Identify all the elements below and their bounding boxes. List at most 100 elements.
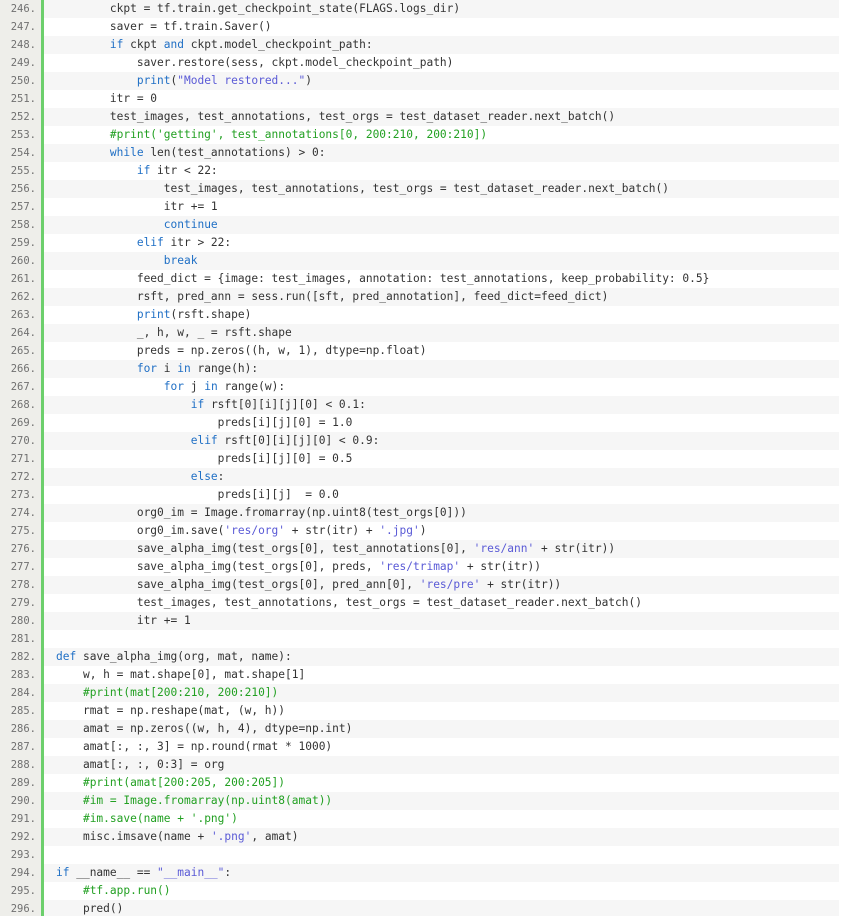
code-token: itr < 22: <box>150 164 218 177</box>
code-text: pred() <box>44 900 839 916</box>
code-token: saver.restore(sess, ckpt.model_checkpoin… <box>136 56 454 69</box>
code-line: 263. print(rsft.shape) <box>0 306 841 324</box>
keyword-token: continue <box>163 218 218 231</box>
code-token: feed_dict = {image: test_images, annotat… <box>136 272 710 285</box>
code-text: amat = np.zeros((w, h, 4), dtype=np.int) <box>44 720 839 738</box>
line-number: 260. <box>0 252 41 270</box>
code-text: while len(test_annotations) > 0: <box>44 144 839 162</box>
code-line: 295. #tf.app.run() <box>0 882 841 900</box>
code-text: continue <box>44 216 839 234</box>
code-text: preds[i][j][0] = 0.5 <box>44 450 839 468</box>
code-token: preds[i][j] = 0.0 <box>217 488 339 501</box>
code-line: 246. ckpt = tf.train.get_checkpoint_stat… <box>0 0 841 18</box>
comment-token: #print(mat[200:210, 200:210]) <box>82 686 279 699</box>
code-line: 273. preds[i][j] = 0.0 <box>0 486 841 504</box>
comment-token: #print(amat[200:205, 200:205]) <box>82 776 286 789</box>
code-line: 252. test_images, test_annotations, test… <box>0 108 841 126</box>
code-text: amat[:, :, 0:3] = org <box>44 756 839 774</box>
code-text: if __name__ == "__main__": <box>44 864 839 882</box>
line-number: 263. <box>0 306 41 324</box>
line-number: 264. <box>0 324 41 342</box>
code-token: , amat) <box>251 830 299 843</box>
line-number: 281. <box>0 630 41 648</box>
line-number: 275. <box>0 522 41 540</box>
line-number: 286. <box>0 720 41 738</box>
line-number: 287. <box>0 738 41 756</box>
code-line: 287. amat[:, :, 3] = np.round(rmat * 100… <box>0 738 841 756</box>
keyword-token: if <box>136 164 151 177</box>
line-number: 285. <box>0 702 41 720</box>
code-line: 267. for j in range(w): <box>0 378 841 396</box>
code-token: pred() <box>82 902 124 915</box>
keyword-token: print <box>136 74 171 87</box>
comment-token: #tf.app.run() <box>82 884 171 897</box>
code-token: amat[:, :, 0:3] = org <box>82 758 225 771</box>
keyword-token: elif <box>190 434 218 447</box>
gutter-border <box>41 0 44 916</box>
code-token: rsft[0][i][j][0] < 0.1: <box>204 398 366 411</box>
code-token: w, h = mat.shape[0], mat.shape[1] <box>82 668 306 681</box>
code-text: elif itr > 22: <box>44 234 839 252</box>
code-token: save_alpha_img(test_orgs[0], pred_ann[0]… <box>136 578 420 591</box>
code-line: 280. itr += 1 <box>0 612 841 630</box>
comment-token: #print('getting', test_annotations[0, 20… <box>109 128 488 141</box>
code-text: for j in range(w): <box>44 378 839 396</box>
code-token: i <box>157 362 178 375</box>
code-line: 247. saver = tf.train.Saver() <box>0 18 841 36</box>
line-number: 256. <box>0 180 41 198</box>
code-token: + str(itr)) <box>534 542 616 555</box>
keyword-token: in <box>204 380 218 393</box>
code-text: rsft, pred_ann = sess.run([sft, pred_ann… <box>44 288 839 306</box>
keyword-token: def <box>56 650 77 663</box>
code-token: rsft, pred_ann = sess.run([sft, pred_ann… <box>136 290 609 303</box>
code-token: amat = np.zeros((w, h, 4), dtype=np.int) <box>82 722 353 735</box>
code-token: len(test_annotations) > 0: <box>143 146 326 159</box>
keyword-token: print <box>136 308 171 321</box>
code-line: 292. misc.imsave(name + '.png', amat) <box>0 828 841 846</box>
line-number: 292. <box>0 828 41 846</box>
code-line: 253. #print('getting', test_annotations[… <box>0 126 841 144</box>
line-number: 259. <box>0 234 41 252</box>
code-text: #im.save(name + '.png') <box>44 810 839 828</box>
keyword-token: while <box>109 146 144 159</box>
code-token: rmat = np.reshape(mat, (w, h)) <box>82 704 286 717</box>
code-token: range(h): <box>190 362 259 375</box>
line-number: 258. <box>0 216 41 234</box>
code-text: saver.restore(sess, ckpt.model_checkpoin… <box>44 54 839 72</box>
code-text: elif rsft[0][i][j][0] < 0.9: <box>44 432 839 450</box>
line-number: 276. <box>0 540 41 558</box>
code-line: 255. if itr < 22: <box>0 162 841 180</box>
code-text: misc.imsave(name + '.png', amat) <box>44 828 839 846</box>
line-number: 273. <box>0 486 41 504</box>
code-token: test_images, test_annotations, test_orgs… <box>163 182 669 195</box>
code-token: itr = 0 <box>109 92 158 105</box>
code-token: ckpt <box>123 38 164 51</box>
code-line: 279. test_images, test_annotations, test… <box>0 594 841 612</box>
code-line: 281. <box>0 630 841 648</box>
line-number: 253. <box>0 126 41 144</box>
line-number: 283. <box>0 666 41 684</box>
code-token: ckpt = tf.train.get_checkpoint_state(FLA… <box>109 2 461 15</box>
line-number: 291. <box>0 810 41 828</box>
string-token: 'res/ann' <box>473 542 535 555</box>
code-text: itr = 0 <box>44 90 839 108</box>
line-number: 280. <box>0 612 41 630</box>
line-number: 295. <box>0 882 41 900</box>
code-line: 286. amat = np.zeros((w, h, 4), dtype=np… <box>0 720 841 738</box>
keyword-token: if <box>109 38 124 51</box>
code-token: preds = np.zeros((h, w, 1), dtype=np.flo… <box>136 344 427 357</box>
code-text: if itr < 22: <box>44 162 839 180</box>
line-number: 249. <box>0 54 41 72</box>
line-number: 250. <box>0 72 41 90</box>
code-line: 282.def save_alpha_img(org, mat, name): <box>0 648 841 666</box>
line-number: 271. <box>0 450 41 468</box>
line-number: 274. <box>0 504 41 522</box>
code-text: saver = tf.train.Saver() <box>44 18 839 36</box>
code-line: 290. #im = Image.fromarray(np.uint8(amat… <box>0 792 841 810</box>
code-line: 249. saver.restore(sess, ckpt.model_chec… <box>0 54 841 72</box>
code-line: 289. #print(amat[200:205, 200:205]) <box>0 774 841 792</box>
string-token: '.png' <box>210 830 252 843</box>
code-line: 276. save_alpha_img(test_orgs[0], test_a… <box>0 540 841 558</box>
code-text: print(rsft.shape) <box>44 306 839 324</box>
